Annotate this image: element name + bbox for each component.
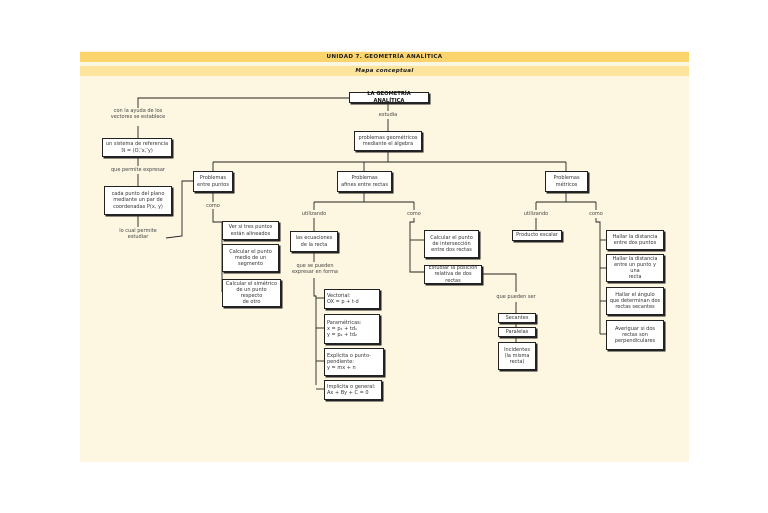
relative-position-node: Estudiar la posición relativa de dos rec… [424,265,482,284]
intersection-node: Calcular el punto de intersección entre … [424,230,479,258]
vector-equation-node: Vectorial: OX = p + t·d [324,289,380,309]
line-como-trunk [212,209,223,292]
problems-points-node: Problemas entre puntos [193,171,233,192]
label-como-lines: como [407,211,421,217]
unit-title-band: UNIDAD 7. GEOMETRÍA ANALÍTICA [80,52,689,62]
scalar-product-node: Producto escalar [512,230,562,241]
problems-lines-node: Problemas afines entre rectas [337,171,392,192]
perpendicular-node: Averiguar si dos rectas son perpendicula… [606,320,664,350]
line-metric-trunk [595,218,601,334]
explicit-equation-node: Explícita o punto- pendiente: y = mx + n [324,348,384,376]
label-can-be: que pueden ser [496,294,536,300]
point-coordinates-node: cada punto del plano mediante un par de … [104,186,172,215]
line-como-trunk2 [409,218,424,273]
parametric-equation-node: Paramétricas: x = p₁ + td₁ y = p₂ + td₂ [324,314,380,344]
line-equations-node: las ecuaciones de la recta [290,231,338,252]
label-can-express: que se pueden expresar en forma [291,263,338,276]
subtitle-band: Mapa conceptual [80,66,689,76]
subtitle: Mapa conceptual [355,68,414,74]
secantes-node: Secantes [498,313,536,323]
midpoint-node: Calcular el punto medio de un segmento [222,244,279,272]
aligned-points-node: Ver si tres puntos están alineados [222,221,279,240]
problems-metric-node: Problemas métricos [545,171,588,192]
concept-map-sheet [80,51,689,462]
line-relpos-canbe [482,273,517,292]
problems-geometric-node: problemas geométricos mediante el álgebr… [354,131,422,151]
label-with-vectors: con la ayuda de los vectores se establec… [110,108,166,121]
general-equation-node: Implícita o general: Ax + By + C = 0 [324,380,382,400]
line-express-trunk [313,278,317,385]
distance-points-node: Hallar la distancia entre dos puntos [606,230,664,250]
unit-title: UNIDAD 7. GEOMETRÍA ANALÍTICA [326,54,443,60]
reference-system-node: un sistema de referencia ℜ = (O, ⃗x, ⃗y) [102,138,172,157]
label-allows-study: lo cual permite estudiar [119,228,157,241]
root-node: LA GEOMETRÍA ANALÍTICA [349,91,429,104]
paralelas-node: Paralelas [498,327,536,337]
distance-point-line-node: Hallar la distancia entre un punto y una… [606,254,664,282]
line-root-left [137,97,349,108]
label-como-metric: como [589,211,603,217]
label-allows-express: que permite expresar [111,167,165,173]
symmetric-point-node: Calcular el simétrico de un punto respec… [222,279,281,307]
line-study-points [165,180,194,239]
label-como-points: como [206,203,220,209]
angle-node: Hallar el ángulo que determinan dos rect… [606,287,664,315]
label-utilizando-lines: utilizando [301,211,327,217]
label-studies: estudia [378,112,398,118]
incidentes-node: Incidentes (la misma recta) [498,342,536,370]
label-utilizando-metric: utilizando [523,211,549,217]
